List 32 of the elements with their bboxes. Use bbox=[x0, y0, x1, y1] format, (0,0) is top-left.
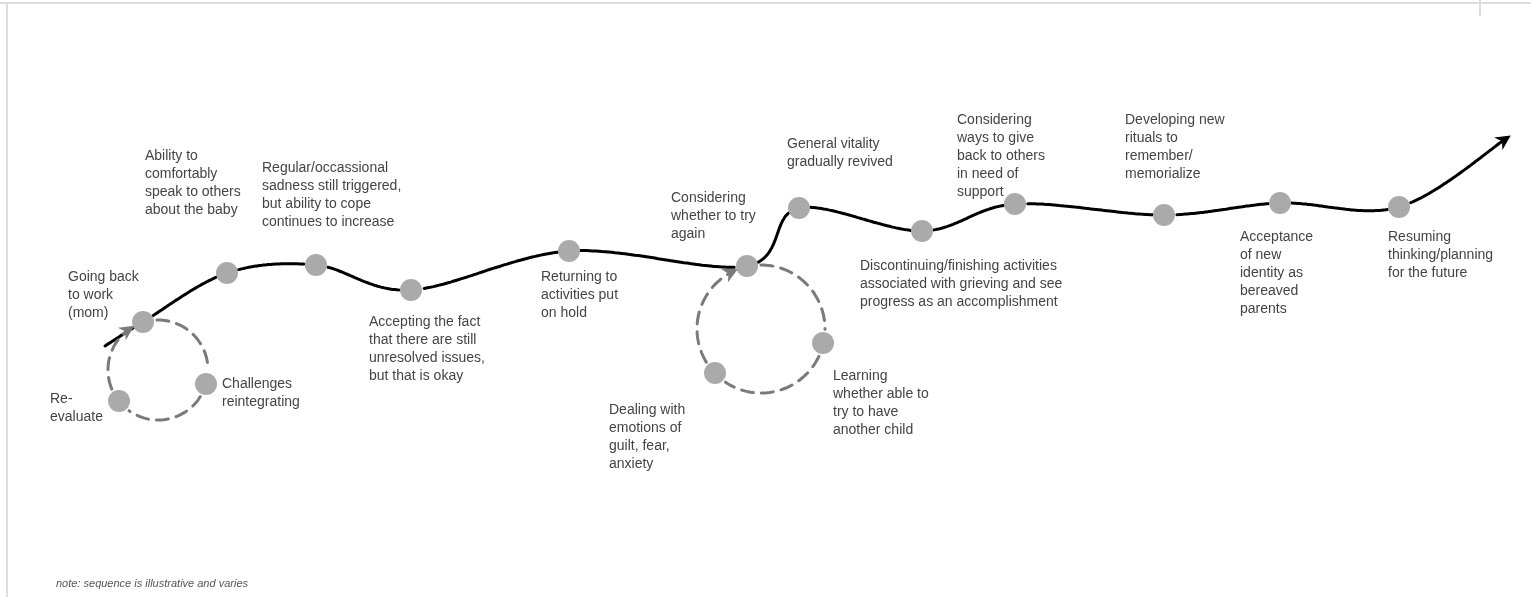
path-line bbox=[1026, 202, 1155, 217]
milestone-label: Learning whether able to try to have another child bbox=[833, 366, 930, 438]
footnote: note: sequence is illustrative and varies bbox=[56, 576, 248, 591]
milestone-label: Regular/occassional sadness still triggered, but ability to cope continues to increase bbox=[262, 158, 403, 230]
cycle-arrow bbox=[106, 325, 135, 391]
milestone-label: Returning to activities put on hold bbox=[541, 267, 620, 321]
milestone-label: Acceptance of new identity as bereaved parents bbox=[1240, 227, 1315, 317]
milestone-label: Challenges reintegrating bbox=[222, 374, 301, 410]
path-line bbox=[326, 265, 401, 292]
cycle-arrow bbox=[695, 269, 738, 364]
path-line bbox=[756, 211, 791, 264]
path-line bbox=[103, 326, 136, 348]
milestone-label: Re-evaluate bbox=[50, 389, 104, 425]
path-line bbox=[422, 250, 560, 290]
milestone-label: Going back to work (mom) bbox=[68, 267, 140, 321]
milestone-label: Resuming thinking/planning for the future bbox=[1388, 227, 1495, 281]
path-line bbox=[579, 249, 736, 269]
milestone-label: Ability to comfortably speak to others about the baby bbox=[145, 146, 242, 218]
milestone-label: Accepting the fact that there are still unresolved issues, but that is okay bbox=[369, 312, 486, 384]
path-line bbox=[808, 205, 913, 232]
milestone-label: Dealing with emotions of guilt, fear, anxiety bbox=[609, 400, 687, 472]
path-line bbox=[151, 275, 219, 318]
path-line bbox=[1290, 201, 1389, 213]
milestone-label: Considering ways to give back to others in need of support bbox=[957, 110, 1046, 200]
path-line bbox=[932, 203, 1006, 232]
milestone-label: Considering whether to try again bbox=[671, 188, 756, 242]
path-line bbox=[1409, 135, 1511, 205]
milestone-label: Discontinuing/finishing activities associated with grieving and see progress as an accomplishment bbox=[860, 256, 1064, 310]
path-line bbox=[237, 262, 306, 272]
path-line bbox=[1175, 202, 1270, 217]
milestone-label: Developing new rituals to remember/ memorialize bbox=[1125, 110, 1226, 182]
milestone-label: General vitality gradually revived bbox=[787, 134, 894, 170]
